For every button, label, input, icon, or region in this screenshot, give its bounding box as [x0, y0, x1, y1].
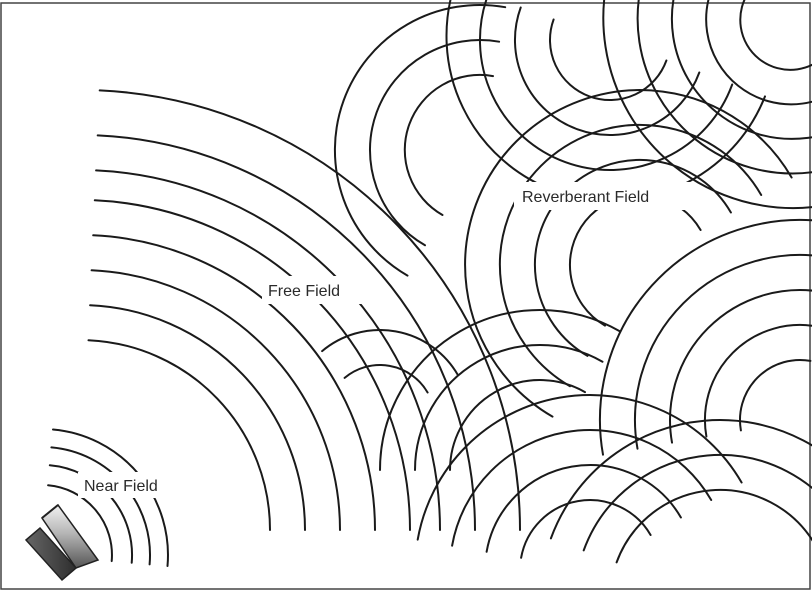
- reverberant-field-label: Reverberant Field: [522, 189, 649, 206]
- reverberant-wavefront: [634, 254, 812, 450]
- reverberant-wavefront: [602, 0, 812, 210]
- reverberant-wavefront: [582, 453, 812, 552]
- reverberant-wavefront: [369, 39, 501, 247]
- free-field-wavefront: [90, 269, 341, 531]
- free-field-wavefront: [92, 234, 376, 531]
- reverberant-wavefront: [615, 488, 812, 564]
- reverberant-wavefront: [705, 0, 812, 106]
- reverberant-wavefront: [464, 89, 793, 418]
- reverberant-wavefront: [321, 329, 459, 376]
- near-field-label-bg: [78, 472, 184, 498]
- reverberant-field-label-bg: [514, 182, 694, 210]
- reverberant-wavefront: [414, 343, 604, 471]
- reverberant-wavefront: [739, 359, 812, 432]
- reverberant-wavefront: [498, 123, 763, 388]
- free-field-wavefront: [98, 89, 521, 531]
- near-field-label: Near Field: [84, 478, 158, 495]
- reverberant-wavefront: [333, 4, 507, 277]
- loudspeaker-icon: [24, 503, 100, 582]
- reverberant-wavefront: [485, 464, 682, 553]
- reverberant-wavefront: [513, 6, 701, 136]
- free-field-wavefront: [89, 304, 306, 531]
- reverberant-wavefront: [416, 394, 743, 541]
- free-field-label-bg: [262, 276, 370, 304]
- reverberant-wavefront: [520, 499, 652, 559]
- near-field-wavefront: [47, 484, 113, 563]
- reverberant-wavefront: [549, 419, 812, 540]
- reverberant-wavefront: [739, 0, 812, 71]
- reverberant-wavefront: [636, 0, 812, 175]
- label-layer: Free Field Reverberant Field Near Field: [78, 182, 694, 498]
- free-field-wavefront: [96, 134, 476, 531]
- reverberant-wavefront: [403, 73, 494, 216]
- reverberant-field-waves: [321, 0, 812, 564]
- free-field-wavefront: [87, 339, 271, 531]
- reverberant-wavefront: [478, 0, 734, 172]
- reverberant-wavefront: [669, 289, 812, 444]
- reverberant-wavefront: [343, 364, 429, 394]
- reverberant-wavefront: [379, 308, 621, 471]
- free-field-waves: [87, 89, 521, 531]
- reverberant-wavefront: [670, 0, 812, 140]
- free-field-label: Free Field: [268, 283, 340, 300]
- reverberant-wavefront: [451, 429, 713, 547]
- reverberant-wavefront: [449, 379, 586, 471]
- reverberant-wavefront: [703, 323, 812, 438]
- reverberant-wavefront: [598, 218, 812, 456]
